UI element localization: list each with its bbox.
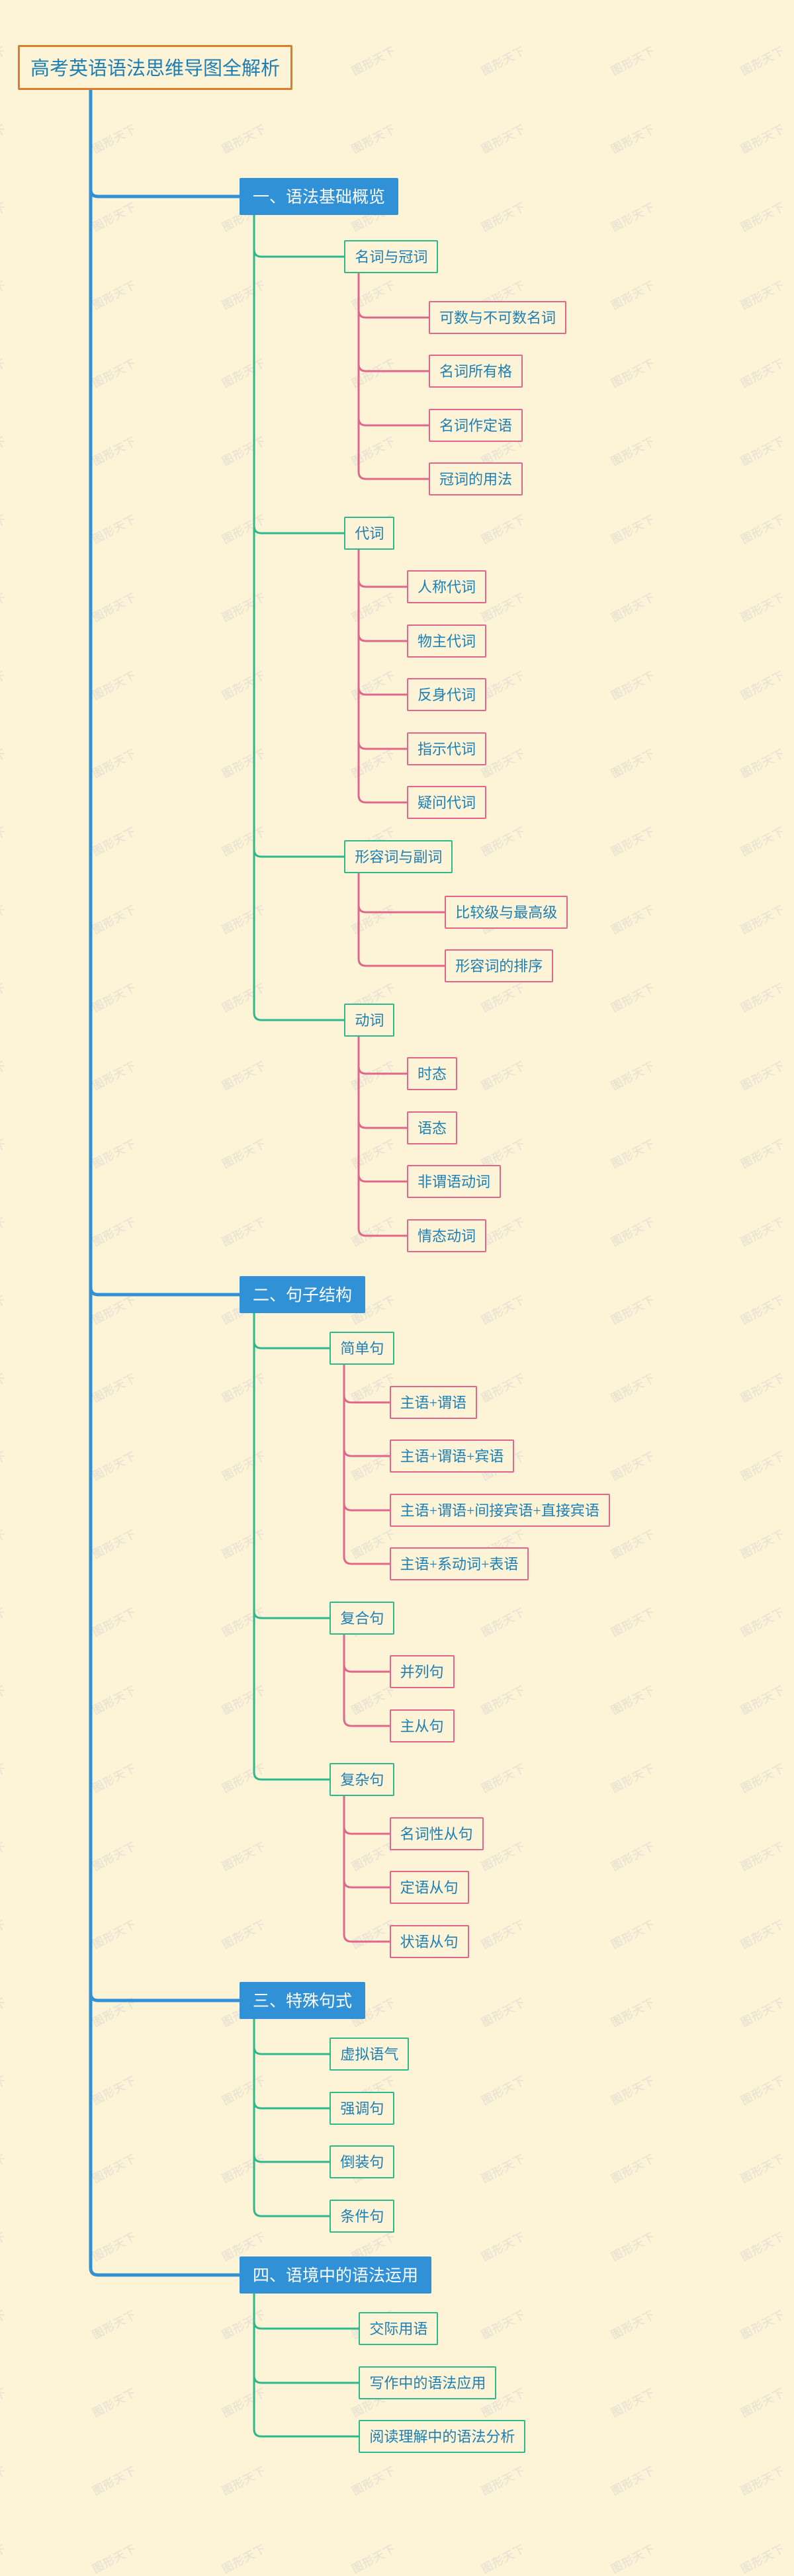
mindmap-node-l3[interactable]: 主从句 (390, 1709, 455, 1742)
mindmap-node-l2[interactable]: 交际用语 (359, 2312, 438, 2345)
mindmap-node-l2[interactable]: 形容词与副词 (344, 840, 453, 873)
mindmap-node-l3[interactable]: 非谓语动词 (407, 1165, 501, 1198)
mindmap-node-l1[interactable]: 四、语境中的语法运用 (240, 2256, 431, 2294)
mindmap-node-l2[interactable]: 强调句 (330, 2092, 394, 2125)
watermark-text: 图形天下 (0, 2540, 9, 2576)
mindmap-node-l2[interactable]: 动词 (344, 1004, 394, 1037)
mindmap-node-l2[interactable]: 倒装句 (330, 2145, 394, 2178)
mindmap-node-l2[interactable]: 复合句 (330, 1602, 394, 1635)
mindmap-node-l2[interactable]: 名词与冠词 (344, 240, 438, 273)
mindmap-node-l1[interactable]: 二、句子结构 (240, 1276, 365, 1313)
mindmap-node-l3[interactable]: 情态动词 (407, 1219, 486, 1252)
mindmap-node-l1[interactable]: 三、特殊句式 (240, 1982, 365, 2019)
mindmap-node-l3[interactable]: 状语从句 (390, 1925, 469, 1958)
mindmap-node-l3[interactable]: 可数与不可数名词 (429, 301, 566, 334)
mindmap-node-l2[interactable]: 条件句 (330, 2200, 394, 2233)
watermark-text: 图形天下 (607, 2540, 657, 2576)
mindmap-node-l3[interactable]: 并列句 (390, 1655, 455, 1688)
mindmap-node-l3[interactable]: 主语+谓语+宾语 (390, 1439, 515, 1473)
mindmap-node-l1[interactable]: 一、语法基础概览 (240, 178, 398, 215)
mindmap-node-l3[interactable]: 冠词的用法 (429, 462, 523, 495)
watermark-text: 图形天下 (89, 2540, 138, 2576)
mindmap-node-l3[interactable]: 定语从句 (390, 1871, 469, 1904)
mindmap-node-l3[interactable]: 物主代词 (407, 624, 486, 658)
mindmap-root-node[interactable]: 高考英语语法思维导图全解析 (18, 45, 292, 90)
watermark-text: 图形天下 (218, 2540, 268, 2576)
mindmap-node-l3[interactable]: 主语+系动词+表语 (390, 1547, 529, 1580)
watermark-text: 图形天下 (348, 2540, 398, 2576)
mindmap-node-l3[interactable]: 主语+谓语+间接宾语+直接宾语 (390, 1494, 610, 1527)
mindmap-node-l2[interactable]: 复杂句 (330, 1763, 394, 1796)
mindmap-node-l3[interactable]: 名词作定语 (429, 409, 523, 442)
mindmap-node-l3[interactable]: 名词性从句 (390, 1817, 484, 1850)
mindmap-node-l3[interactable]: 形容词的排序 (445, 949, 553, 982)
mindmap-node-l3[interactable]: 人称代词 (407, 570, 486, 603)
mindmap-node-l2[interactable]: 简单句 (330, 1332, 394, 1365)
mindmap-node-l3[interactable]: 疑问代词 (407, 786, 486, 819)
mindmap-node-l2[interactable]: 代词 (344, 517, 394, 550)
mindmap-node-l3[interactable]: 反身代词 (407, 678, 486, 711)
watermark-text: 图形天下 (737, 2540, 787, 2576)
mindmap-node-l3[interactable]: 名词所有格 (429, 355, 523, 388)
mindmap-node-l2[interactable]: 虚拟语气 (330, 2038, 409, 2071)
mindmap-node-l2[interactable]: 写作中的语法应用 (359, 2366, 496, 2399)
mindmap-node-l3[interactable]: 指示代词 (407, 732, 486, 765)
mindmap-node-l3[interactable]: 比较级与最高级 (445, 896, 568, 929)
mindmap-node-l2[interactable]: 阅读理解中的语法分析 (359, 2420, 525, 2453)
mindmap-node-l3[interactable]: 主语+谓语 (390, 1386, 477, 1419)
mindmap-node-l3[interactable]: 语态 (407, 1111, 457, 1144)
mindmap-node-l3[interactable]: 时态 (407, 1057, 457, 1090)
watermark-text: 图形天下 (478, 2540, 527, 2576)
